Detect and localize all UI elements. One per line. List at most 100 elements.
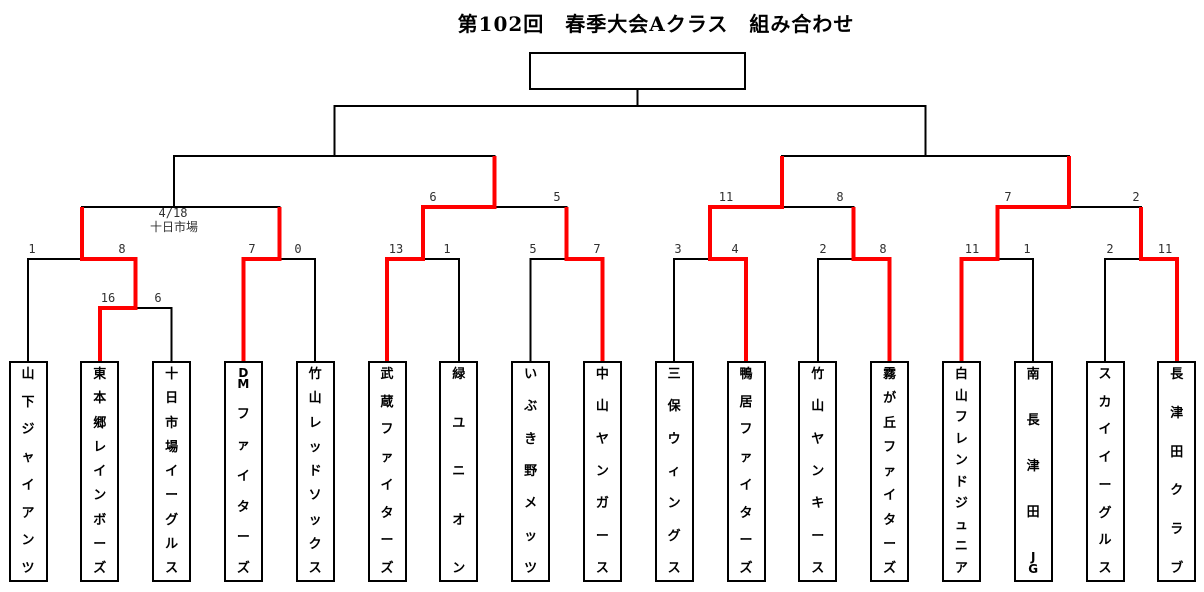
winner-paths — [79, 156, 1179, 361]
team-name-char: 山 — [595, 399, 609, 415]
team-name-char: ー — [93, 536, 107, 552]
team-name-char: 南 — [1026, 367, 1040, 382]
team-name-char: ア — [21, 505, 35, 521]
team-name-char: 田 — [1026, 505, 1040, 521]
team-name-char: ー — [380, 533, 394, 549]
team-name-char: フ — [380, 422, 394, 438]
team-name-char: ン — [93, 488, 107, 504]
team-name-char: ヤ — [595, 431, 609, 447]
team-name-char: 市 — [165, 415, 179, 431]
team-name-char: ブ — [1170, 560, 1184, 576]
winner-path-kirigaoka — [851, 207, 892, 361]
team-name-char: ア — [954, 560, 968, 576]
match-date: 4/18 — [158, 206, 188, 220]
team-name-char: ス — [811, 560, 825, 576]
winner-path-nagatsuta — [1138, 207, 1179, 361]
team-name-char: 鴨 — [739, 367, 753, 382]
team-name-char: 津 — [1170, 405, 1184, 421]
team-name-char: 居 — [739, 394, 753, 410]
team-name-char: ァ — [883, 464, 897, 479]
team-box: 山下ジャイアンツ — [8, 361, 48, 582]
team-name-char: 野 — [524, 463, 538, 479]
score: 2 — [1106, 242, 1114, 256]
team-name-char: ス — [1098, 560, 1112, 576]
score: 2 — [819, 242, 827, 256]
team-name-char: タ — [739, 505, 753, 521]
team-name-char: カ — [1098, 394, 1112, 410]
score: 7 — [1004, 190, 1012, 204]
team-name-char: 山 — [954, 388, 968, 404]
team-name-char: ウ — [667, 431, 681, 447]
team-name-char: ン — [595, 463, 609, 479]
team-box: 武蔵ファイターズ — [367, 361, 407, 582]
team-name-char: ガ — [595, 496, 609, 512]
team-name-char: グ — [1098, 505, 1112, 521]
team-name-char: イ — [236, 468, 250, 484]
team-name-char: イ — [1098, 450, 1112, 466]
team-name-char: い — [524, 367, 538, 382]
team-name-char: ク — [1170, 483, 1184, 499]
team-name-char: 竹 — [308, 367, 322, 382]
team-name-char: フ — [739, 422, 753, 438]
winner-path-kamoi — [708, 156, 784, 361]
score: 6 — [429, 190, 437, 204]
team-name-char: ジ — [21, 422, 35, 438]
score: 13 — [388, 242, 404, 256]
team-name-char: ッ — [524, 528, 538, 544]
page-title: 第102回 春季大会Aクラス 組み合わせ — [457, 12, 855, 36]
team-box: 白山フレンドジュニア — [941, 361, 981, 582]
team-name-char: イ — [1098, 422, 1112, 438]
score: 1 — [443, 242, 451, 256]
score: 4 — [731, 242, 739, 256]
team-box: 十日市場イーグルス — [152, 361, 192, 582]
team-name-char: 蔵 — [380, 394, 394, 410]
team-name-char: ツ — [524, 560, 538, 576]
winner-path-hakusan — [959, 156, 1072, 361]
team-name-char: オ — [452, 512, 466, 528]
score: 5 — [529, 242, 537, 256]
score: 1 — [1023, 242, 1031, 256]
team-name-char: 三 — [667, 367, 681, 382]
team-name-char: 霧 — [883, 367, 897, 382]
team-name-char: ヤ — [811, 431, 825, 447]
team-box: 竹山ヤンキース — [798, 361, 838, 582]
team-name-char: ィ — [667, 463, 681, 479]
team-name-char: 緑 — [452, 367, 466, 382]
team-name-char: 白 — [954, 367, 968, 382]
team-name-char: 山 — [308, 391, 322, 407]
team-name-char: ー — [811, 528, 825, 544]
team-name-char: ク — [308, 536, 322, 552]
team-name-char: タ — [236, 499, 250, 515]
team-name-char: ン — [811, 463, 825, 479]
team-name-char: ぶ — [524, 399, 538, 415]
score: 0 — [294, 242, 302, 256]
team-name-char: ス — [595, 560, 609, 576]
team-name-char: ニ — [452, 464, 466, 479]
score: 11 — [964, 242, 980, 256]
team-name-char: イ — [883, 488, 897, 504]
team-name-char: ュ — [954, 517, 968, 533]
winner-path-higashihongo — [79, 207, 138, 361]
score: 6 — [154, 291, 162, 305]
team-name-char: ニ — [954, 539, 968, 555]
score: 3 — [674, 242, 682, 256]
score: 16 — [100, 291, 116, 305]
team-name-char: ー — [595, 528, 609, 544]
team-name-char: 丘 — [883, 415, 897, 431]
team-name-char: ン — [954, 453, 968, 469]
team-name-char: ジ — [954, 496, 968, 512]
team-name-char: ズ — [236, 561, 250, 576]
team-name-char: ー — [1098, 477, 1112, 493]
score: 2 — [1132, 190, 1140, 204]
team-box: スカイイーグルス — [1085, 361, 1125, 582]
team-name-char: ズ — [883, 561, 897, 576]
team-name-char: イ — [21, 477, 35, 493]
team-name-char: 長 — [1170, 367, 1184, 382]
team-box: 東本郷レインボーズ — [80, 361, 120, 582]
winner-path-dm — [241, 207, 282, 361]
team-name-char: ド — [954, 474, 968, 490]
team-name-char: ド — [308, 464, 322, 479]
